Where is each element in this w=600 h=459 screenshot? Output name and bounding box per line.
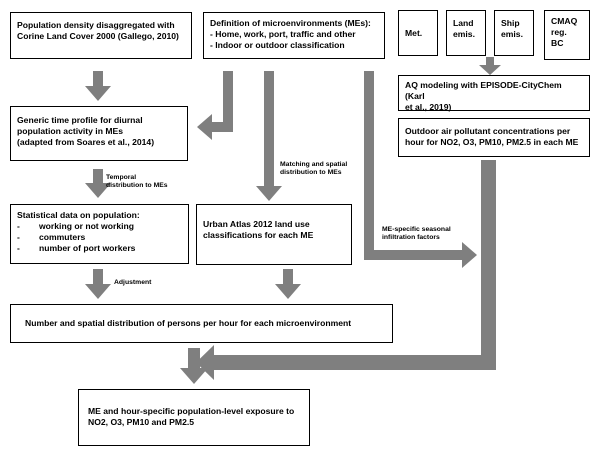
ship-emis-line-2: emis. bbox=[501, 29, 523, 39]
number-distribution-label: Number and spatial distribution of perso… bbox=[25, 318, 352, 328]
ship-emis-line-1: Ship bbox=[501, 18, 520, 28]
number-distribution-box: Number and spatial distribution of perso… bbox=[10, 304, 393, 343]
exposure-line-2: NO2, O3, PM10 and PM2.5 bbox=[88, 417, 195, 427]
ship-emis-box: Ship emis. bbox=[494, 10, 534, 56]
statistical-data-item: - working or not working bbox=[17, 221, 182, 232]
time-profile-line-3: (adapted from Soares et al., 2014) bbox=[17, 137, 155, 147]
population-density-box: Population density disaggregated with Co… bbox=[10, 12, 192, 59]
temporal-label-line-1: Temporal bbox=[106, 174, 137, 181]
outdoor-concentrations-line-1: Outdoor air pollutant concentrations per bbox=[405, 126, 571, 136]
met-label: Met. bbox=[405, 28, 423, 38]
land-emis-box: Land emis. bbox=[446, 10, 486, 56]
exposure-line-1: ME and hour-specific population-level ex… bbox=[88, 406, 295, 416]
statistical-data-item-label: number of port workers bbox=[39, 243, 136, 253]
time-profile-box: Generic time profile for diurnal populat… bbox=[10, 106, 188, 161]
temporal-label-line-2: distribution to MEs bbox=[106, 182, 168, 190]
land-emis-line-1: Land bbox=[453, 18, 474, 28]
met-box: Met. bbox=[398, 10, 438, 56]
adjustment-label: Adjustment bbox=[114, 279, 151, 287]
population-density-line-2: Corine Land Cover 2000 (Gallego, 2010) bbox=[17, 31, 179, 41]
statistical-data-item: - commuters bbox=[17, 232, 182, 243]
list-dash: - bbox=[17, 243, 20, 253]
statistical-data-item: - number of port workers bbox=[17, 243, 182, 254]
population-density-line-1: Population density disaggregated with bbox=[17, 20, 175, 30]
matching-label-line-2: distribution to MEs bbox=[280, 169, 342, 177]
list-dash: - bbox=[17, 221, 20, 231]
aq-modeling-line-1: AQ modeling with EPISODE-CityChem (Karl bbox=[405, 80, 562, 101]
cmaq-box: CMAQ reg. BC bbox=[544, 10, 590, 60]
me-definition-line-3: - Indoor or outdoor classification bbox=[210, 40, 345, 50]
statistical-data-list: - working or not working - commuters - numb… bbox=[17, 221, 182, 254]
matching-distribution-label: Matching and spatial distribution to MEs bbox=[280, 161, 347, 178]
exposure-box: ME and hour-specific population-level ex… bbox=[78, 389, 310, 446]
outdoor-concentrations-line-2: hour for NO2, O3, PM10, PM2.5 in each ME bbox=[405, 137, 579, 147]
arrow-medef-to-infiltration bbox=[364, 71, 477, 268]
time-profile-line-2: population activity in MEs bbox=[17, 126, 123, 136]
statistical-data-title: Statistical data on population: bbox=[17, 210, 140, 220]
arrow-popdensity-to-timeprofile bbox=[85, 71, 111, 101]
infiltration-factors-label: ME-specific seasonal infiltration factor… bbox=[382, 226, 451, 243]
cmaq-line-2: reg. bbox=[551, 27, 567, 37]
cmaq-line-3: BC bbox=[551, 38, 564, 48]
arrow-numberdist-to-exposure bbox=[180, 348, 208, 384]
arrow-urbanatlas-to-numberdist bbox=[275, 269, 301, 299]
cmaq-line-1: CMAQ bbox=[551, 16, 578, 26]
urban-atlas-box: Urban Atlas 2012 land use classification… bbox=[196, 204, 352, 265]
infiltration-label-line-2: infiltration factors bbox=[382, 234, 440, 242]
arrow-timeprofile-to-statistical bbox=[85, 169, 111, 198]
list-dash: - bbox=[17, 232, 20, 242]
outdoor-concentrations-box: Outdoor air pollutant concentrations per… bbox=[398, 118, 590, 157]
urban-atlas-line-2: classifications for each ME bbox=[203, 230, 314, 240]
matching-label-line-1: Matching and spatial bbox=[280, 161, 348, 168]
me-definition-line-1: Definition of microenvironments (MEs): bbox=[210, 18, 371, 28]
arrow-medef-to-urbanatlas bbox=[256, 71, 282, 201]
me-definition-line-2: - Home, work, port, traffic and other bbox=[210, 29, 356, 39]
statistical-data-item-label: working or not working bbox=[39, 221, 135, 231]
aq-modeling-line-2: et al., 2019) bbox=[405, 102, 452, 112]
adjustment-label-text: Adjustment bbox=[114, 279, 152, 286]
urban-atlas-line-1: Urban Atlas 2012 land use bbox=[203, 219, 310, 229]
arrow-statistical-to-numberdist bbox=[85, 269, 111, 299]
temporal-distribution-label: Temporal distribution to MEs bbox=[106, 174, 168, 191]
aq-modeling-box: AQ modeling with EPISODE-CityChem (Karl … bbox=[398, 75, 590, 112]
statistical-data-item-label: commuters bbox=[39, 232, 86, 242]
infiltration-label-line-1: ME-specific seasonal bbox=[382, 226, 451, 233]
arrow-inputs-to-aqmodeling bbox=[479, 57, 501, 75]
land-emis-line-2: emis. bbox=[453, 29, 475, 39]
me-definition-box: Definition of microenvironments (MEs): -… bbox=[203, 12, 385, 59]
arrow-medef-to-timeprofile bbox=[197, 71, 233, 140]
statistical-data-box: Statistical data on population: - working… bbox=[10, 204, 189, 264]
time-profile-line-1: Generic time profile for diurnal bbox=[17, 115, 143, 125]
arrow-outdoorconc-to-exposure bbox=[196, 160, 496, 380]
